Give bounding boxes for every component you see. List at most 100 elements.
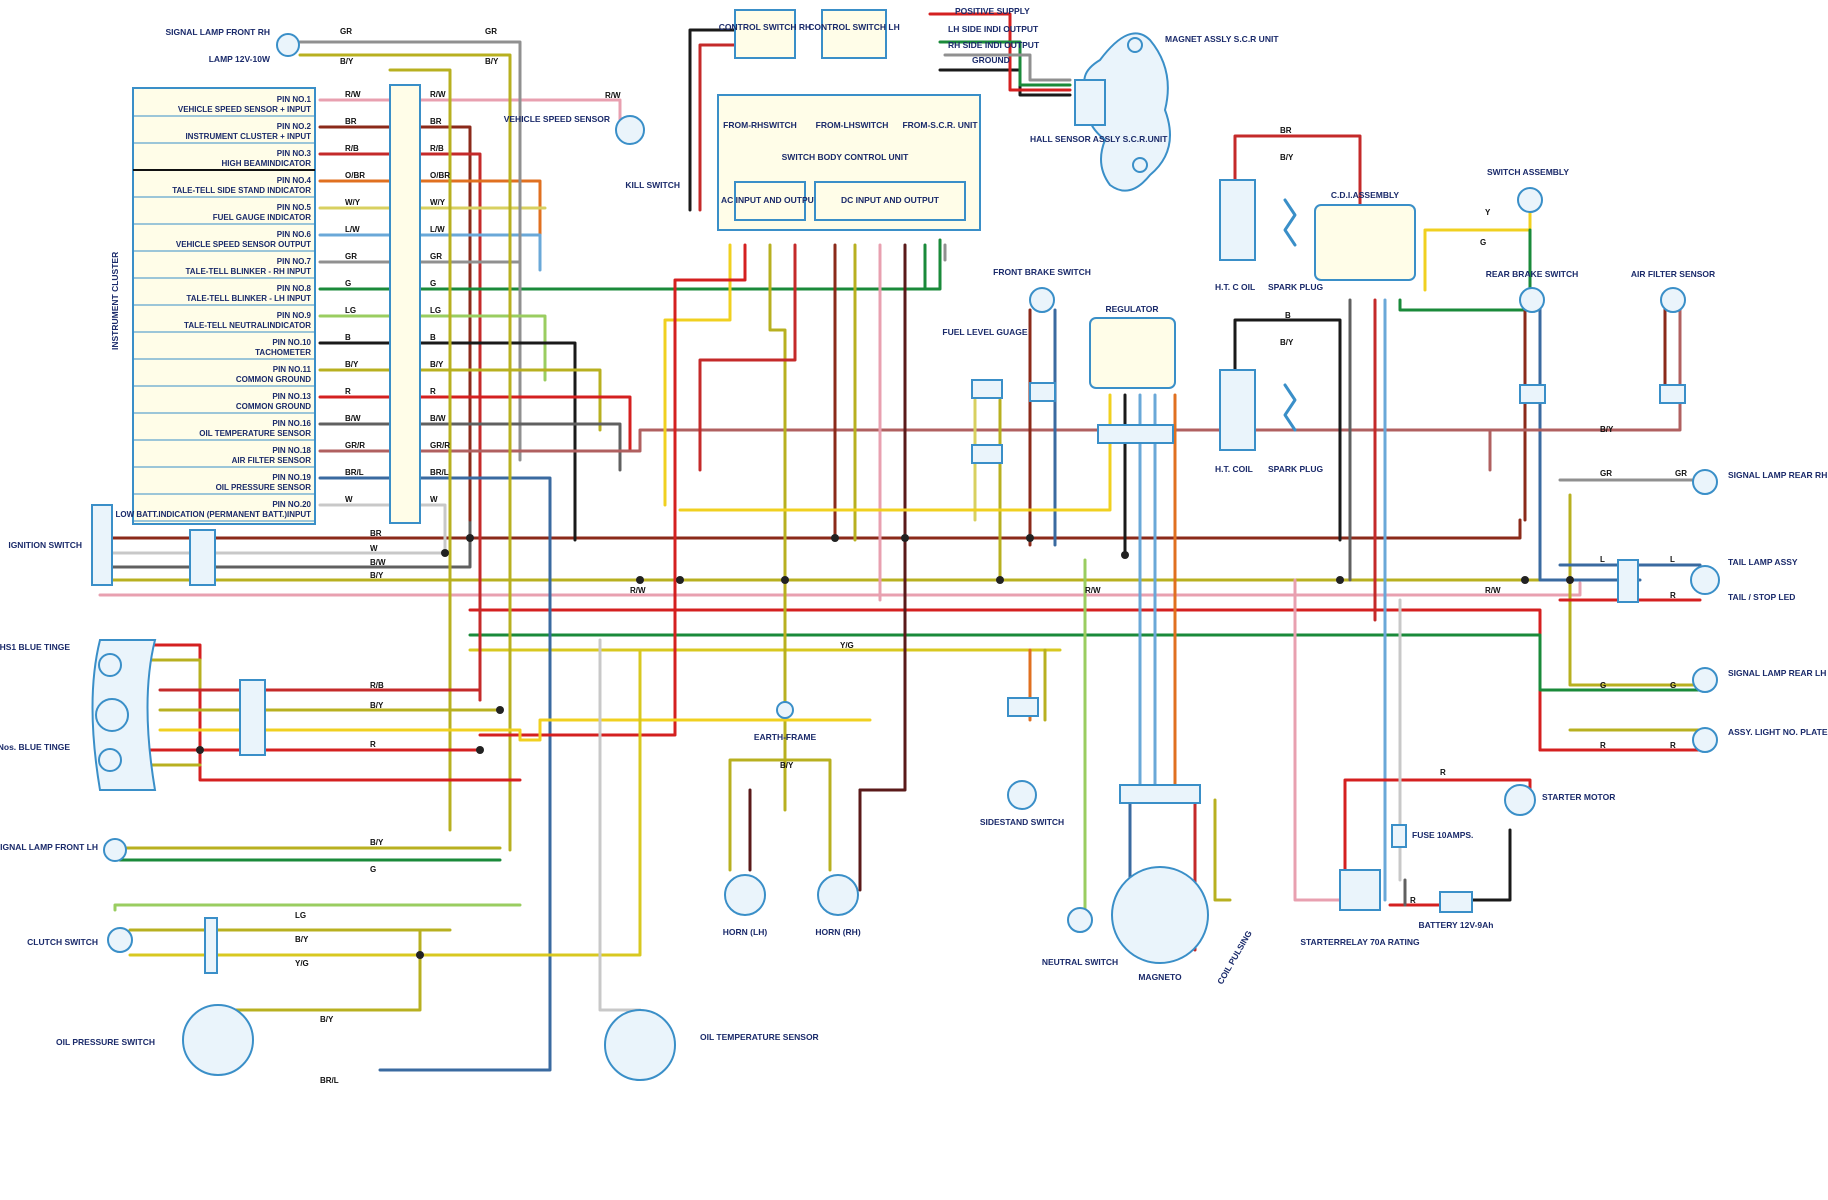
front-left-components: SIGNAL LAMP FRONT RH LAMP 12V-10W VEHICL… (8, 27, 680, 586)
lh-indi-label: LH SIDE INDI OUTPUT (948, 24, 1039, 34)
switch-assembly (1517, 187, 1543, 213)
cluster-wire-code: R (345, 387, 351, 396)
cluster-pin-number: PIN NO.6 (277, 230, 312, 239)
wire-code: R/W (1085, 586, 1101, 595)
junction (196, 746, 204, 754)
fuse-label: FUSE 10AMPS. (1412, 830, 1473, 840)
wire-horn-by (728, 758, 832, 872)
magneto-label: MAGNETO (1138, 972, 1182, 982)
wire-code: G (370, 865, 376, 874)
horn-rh-label: HORN (RH) (815, 927, 860, 937)
cdi-label: C.D.I.ASSEMBLY (1331, 190, 1400, 200)
wire-code: B/Y (1280, 153, 1294, 162)
front-brake-conn (1029, 382, 1056, 402)
cluster-pin-number: PIN NO.10 (272, 338, 311, 347)
cluster-wire-code: W/Y (345, 198, 361, 207)
wire-code: GR (1675, 469, 1687, 478)
wire-pin13 (318, 395, 632, 452)
wire-code: R (1440, 768, 1446, 777)
wire-starter-b (1458, 828, 1512, 902)
hall-sensor-block (1074, 79, 1106, 126)
sidestand-conn (1007, 697, 1039, 717)
neutral-switch (1067, 907, 1093, 933)
magnet-hole (1132, 157, 1148, 173)
wire-code: LG (295, 911, 306, 920)
cluster-pin-number: PIN NO.8 (277, 284, 312, 293)
wire-mag-by (1213, 798, 1232, 902)
ignition-coils: H.T. C OIL SPARK PLUG H.T. COIL SPARK PL… (1215, 179, 1323, 474)
wire-pin19 (318, 476, 552, 1072)
oil-pressure-label: OIL PRESSURE SWITCH (56, 1037, 155, 1047)
signal-front-lh-label: SIGNAL LAMP FRONT LH (0, 842, 98, 852)
cluster-pin-desc: AIR FILTER SENSOR (232, 456, 312, 465)
wire-cdi-b (1233, 318, 1342, 542)
wire-code: R/W (605, 91, 621, 100)
wire-rear-brake-l (1538, 298, 1642, 582)
front-brake-switch (1029, 287, 1055, 313)
wire-cdi-y (1423, 208, 1532, 292)
ht-coil-1-label: H.T. C OIL (1215, 282, 1255, 292)
cluster-wire-code: G (345, 279, 351, 288)
wire-scr-3 (938, 40, 1072, 87)
head-lamp-bulb (95, 698, 129, 732)
cluster-wire-code: W/Y (430, 198, 446, 207)
head-lamp-group: HEAD LAMP ASSLY / LAMP 12V-3s/3sW HS1 BL… (0, 639, 861, 1081)
cluster-pin-number: PIN NO.19 (272, 473, 311, 482)
cluster-wire-code: R/W (430, 90, 446, 99)
light-plate (1692, 727, 1718, 753)
junction-dots (196, 534, 1574, 959)
spark-plug-2 (1283, 383, 1297, 432)
wire-code-labels: GR GR B/Y B/Y R/W BR W B/W B/Y R/W R/W R… (295, 27, 1687, 1085)
wire-head-y (158, 718, 872, 742)
junction (466, 534, 474, 542)
cluster-wire-code: R/W (345, 90, 361, 99)
starter-motor-label: STARTER MOTOR (1542, 792, 1615, 802)
control-switch-lh-label: CONTROL SWITCH LH (808, 22, 899, 32)
wire-air-brr (1488, 298, 1682, 432)
cluster-wire-code: B/W (345, 414, 361, 423)
cluster-pin-desc: COMMON GROUND (236, 375, 311, 384)
signal-front-rh (276, 33, 300, 57)
cluster-pin-desc: TALE-TELL BLINKER - RH INPUT (186, 267, 312, 276)
cluster-wire-code: BR (430, 117, 442, 126)
cluster-wire-code: R/B (345, 144, 359, 153)
wire-code: BR (370, 529, 382, 538)
junction (1026, 534, 1034, 542)
wire-code: BR (1280, 126, 1292, 135)
spark-plug-2-label: SPARK PLUG (1268, 464, 1323, 474)
wire-code: B/W (370, 558, 386, 567)
cluster-pin-number: PIN NO.9 (277, 311, 312, 320)
signal-front-lh (103, 838, 127, 862)
wire-code: B/Y (340, 57, 354, 66)
oil-temp-label: OIL TEMPERATURE SENSOR (700, 1032, 819, 1042)
wire-code: R (1670, 741, 1676, 750)
ac-io-box (734, 181, 806, 221)
cluster-wire-code: GR (430, 252, 442, 261)
clutch-switch (107, 927, 133, 953)
wire-code: R (1600, 741, 1606, 750)
earth-frame (776, 701, 794, 719)
wire-head-r (128, 643, 522, 782)
cluster-wire-code: B (345, 333, 351, 342)
wire-code: Y (1485, 208, 1491, 217)
head-lamp-bulb (98, 653, 122, 677)
wire-code: L (1600, 555, 1605, 564)
position-lamp-label: POSITION LAMP 12V-5W- 2Nos. BLUE TINGE (0, 742, 70, 752)
cluster-pin-number: PIN NO.11 (273, 365, 312, 374)
wire-ctrl-rh-1 (688, 28, 742, 212)
head-lamp-conn (239, 679, 266, 756)
oil-temp-sensor (604, 1009, 676, 1081)
cluster-wire-code: W (345, 495, 353, 504)
cluster-wire-code: B/Y (430, 360, 444, 369)
light-plate-label: ASSY. LIGHT NO. PLATE (1728, 727, 1828, 737)
tail-stop-label: TAIL / STOP LED (1728, 592, 1795, 602)
earth-frame-label: EARTH-FRAME (754, 732, 817, 742)
vehicle-speed-sensor (615, 115, 645, 145)
wire-pin11 (318, 368, 602, 432)
coil-pulsing-label: COIL PULSING (1215, 928, 1254, 986)
wire-code: GR (485, 27, 497, 36)
signal-rear-rh-label: SIGNAL LAMP REAR RH (1728, 470, 1827, 480)
wire-pin8 (318, 238, 942, 291)
wire-code: G (1480, 238, 1486, 247)
